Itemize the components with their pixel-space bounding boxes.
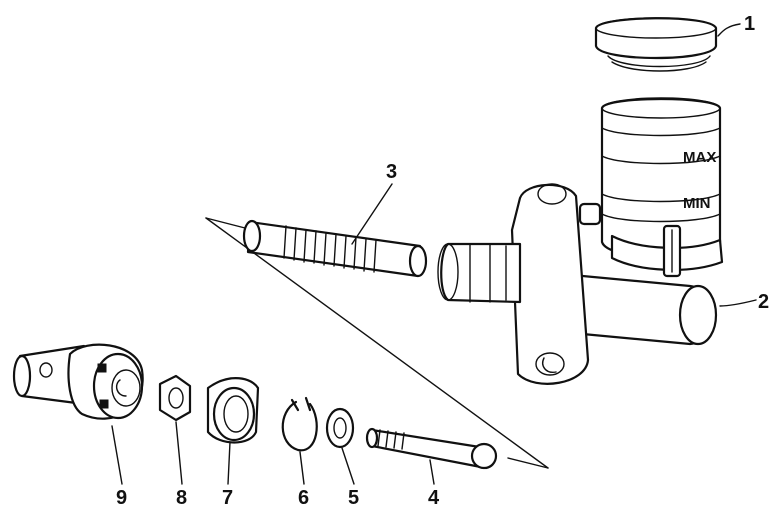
washer — [325, 407, 355, 449]
push-rod — [365, 427, 498, 470]
callout-6: 6 — [298, 487, 309, 509]
leader-4 — [429, 459, 435, 485]
boot — [206, 377, 260, 444]
leader-6 — [299, 451, 305, 485]
callout-numbers: 1 2 3 4 5 6 7 8 9 — [116, 13, 769, 509]
master-cylinder-body: MAX MIN — [437, 97, 724, 385]
lock-nut — [158, 374, 192, 422]
leader-8 — [175, 421, 183, 485]
reservoir-cap — [594, 17, 718, 72]
callout-7: 7 — [222, 487, 233, 509]
callout-1: 1 — [744, 13, 755, 35]
piston-assembly — [242, 219, 428, 278]
leader-5 — [341, 447, 355, 485]
leader-1 — [717, 23, 741, 37]
callout-3: 3 — [386, 161, 397, 183]
clevis — [12, 343, 144, 420]
leader-3 — [351, 183, 393, 245]
callout-4: 4 — [428, 487, 440, 509]
callout-5: 5 — [348, 487, 359, 509]
reservoir-min-mark: MIN — [683, 195, 711, 212]
reservoir-max-mark: MAX — [683, 149, 716, 166]
circlip — [281, 396, 318, 452]
leader-2 — [719, 299, 757, 307]
leader-7 — [227, 441, 231, 485]
callout-9: 9 — [116, 487, 127, 509]
callout-8: 8 — [176, 487, 187, 509]
leader-lines — [111, 23, 757, 485]
leader-9 — [111, 425, 123, 485]
assembly-axis — [205, 217, 549, 469]
callout-2: 2 — [758, 291, 769, 313]
